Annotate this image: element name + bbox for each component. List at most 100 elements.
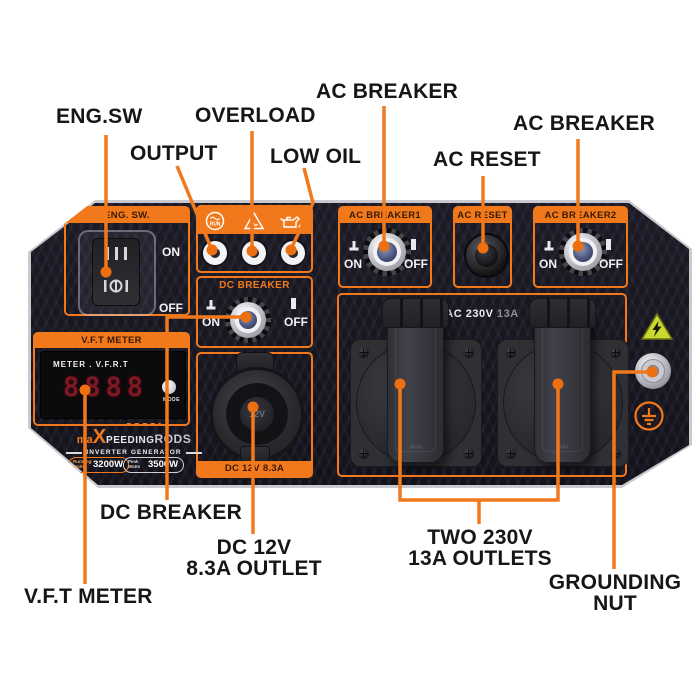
mode-button-label: MODE xyxy=(163,397,180,403)
dc-breaker-on-label: ON xyxy=(202,315,220,329)
ac-reset-header: AC RESET xyxy=(455,208,510,223)
ac-breaker1-on-label: ON xyxy=(344,257,362,271)
screw-icon xyxy=(463,448,474,459)
cover-marking: IP44 xyxy=(556,445,569,451)
speed-dashes-icon xyxy=(124,423,162,426)
vft-display-title: METER . V.F.R.T xyxy=(53,360,129,369)
dc-socket-label: 12V xyxy=(240,397,274,431)
indicator-lights-section: RUN xyxy=(196,205,313,273)
ac-amperage-label: 13A xyxy=(497,308,519,320)
running-watts-badge: Running Watts 3200W xyxy=(68,457,130,473)
breaker-off-icon xyxy=(606,239,611,250)
brand-logo: maXPEEDINGRODS xyxy=(58,423,210,449)
indicator-icon-band: RUN xyxy=(198,207,311,234)
eng-sw-header: ENG. SW. xyxy=(66,208,188,223)
callout-ac-breaker-right: AC BREAKER xyxy=(513,112,656,135)
grounding-nut[interactable] xyxy=(635,353,671,389)
screw-icon xyxy=(505,448,516,459)
ac-breaker2-header: AC BREAKER2 xyxy=(535,208,626,223)
eng-sw-rocker-switch[interactable] xyxy=(92,238,140,306)
run-indicator-icon: RUN xyxy=(205,211,225,231)
callout-ac-outlets-line2: 13A OUTLETS xyxy=(408,547,552,571)
breaker-on-icon xyxy=(544,241,554,251)
callout-overload: OVERLOAD xyxy=(195,104,316,127)
ac-reset-button[interactable] xyxy=(464,233,509,278)
svg-text:RUN: RUN xyxy=(210,222,221,228)
dc-breaker-button[interactable] xyxy=(225,297,271,343)
ac-outlets-section: AC 230V 13A IP44 xyxy=(337,293,629,477)
running-watts-label: Running Watts xyxy=(73,459,92,469)
logo-rods: RODS xyxy=(154,432,192,446)
callout-ac-reset: AC RESET xyxy=(433,148,541,171)
callout-ac-breaker-top: AC BREAKER xyxy=(316,80,459,103)
screw-icon xyxy=(505,347,516,358)
control-panel: ENG. SW. ON OFF RUN xyxy=(28,200,692,488)
ac-breaker2-section: AC BREAKER2 ON OFF xyxy=(533,206,628,288)
ac-breaker2-on-label: ON xyxy=(539,257,557,271)
callout-ac-outlets: TWO 230V 13A OUTLETS xyxy=(394,527,566,570)
low-oil-indicator-light xyxy=(281,241,305,265)
dc-outlet-section: 12V DC 12V 8.3A xyxy=(196,352,313,478)
screw-icon xyxy=(358,347,369,358)
callout-vft-meter: V.F.T METER xyxy=(24,585,153,608)
ac-breaker1-off-label: OFF xyxy=(404,257,428,271)
callout-ac-outlets-line1: TWO 230V xyxy=(427,526,533,549)
ac-breaker1-button[interactable] xyxy=(363,228,411,276)
dc-outlet-band: DC 12V 8.3A xyxy=(198,461,311,476)
screw-icon xyxy=(358,448,369,459)
ac-breaker2-off-label: OFF xyxy=(599,257,623,271)
vft-display-digits: 8888 xyxy=(63,372,149,403)
ac-breaker1-header: AC BREAKER1 xyxy=(340,208,430,223)
callout-dc-outlet-line1: DC 12V xyxy=(216,536,292,559)
ac-outlets-label: AC 230V 13A xyxy=(339,308,625,320)
logo-peeding: PEEDING xyxy=(106,435,155,446)
logo-ma: ma xyxy=(76,434,93,446)
screw-icon xyxy=(463,347,474,358)
breaker-off-icon xyxy=(291,298,296,309)
breaker-on-icon xyxy=(349,241,359,251)
callout-grounding-nut: GROUNDING NUT xyxy=(544,572,686,615)
overload-warning-icon xyxy=(243,211,265,230)
logo-x: X xyxy=(92,426,107,448)
output-indicator-light xyxy=(203,241,227,265)
peak-watts-label: Peak Watts xyxy=(128,459,141,469)
callout-eng-sw: ENG.SW xyxy=(56,105,143,128)
eng-sw-off-label: OFF xyxy=(159,301,183,315)
callout-output: OUTPUT xyxy=(130,142,218,165)
eng-sw-section: ENG. SW. ON OFF xyxy=(64,206,190,316)
breaker-off-icon xyxy=(411,239,416,250)
ground-symbol-icon xyxy=(634,401,664,431)
vft-meter-header: V.F.T METER xyxy=(35,334,188,348)
callout-dc-breaker: DC BREAKER xyxy=(100,501,243,524)
ac-voltage-label: AC 230V xyxy=(445,308,494,320)
rocker-stop-symbol-icon xyxy=(104,279,128,293)
callout-grounding-line1: GROUNDING xyxy=(548,571,682,594)
overload-indicator-light xyxy=(242,241,266,265)
breaker-on-icon xyxy=(206,300,216,310)
callout-dc-outlet: DC 12V 8.3A OUTLET xyxy=(168,537,340,580)
screw-icon xyxy=(610,347,621,358)
callout-low-oil: LOW OIL xyxy=(270,145,362,168)
ac-outlet-right-hinge xyxy=(529,298,596,328)
low-oil-icon xyxy=(280,216,302,230)
ac-outlet-left-hinge xyxy=(382,298,449,328)
ac-reset-section: AC RESET xyxy=(453,206,512,288)
peak-watts-value: 3500W xyxy=(148,459,179,470)
ac-breaker1-section: AC BREAKER1 ON OFF xyxy=(338,206,432,288)
screw-icon xyxy=(610,448,621,459)
electric-hazard-icon xyxy=(640,312,674,340)
vft-meter-section: V.F.T METER METER . V.F.R.T 8888 MODE xyxy=(33,332,190,426)
eng-sw-on-label: ON xyxy=(162,245,180,259)
rocker-run-marks-icon xyxy=(106,247,127,260)
dc-breaker-off-label: OFF xyxy=(284,315,308,329)
callout-grounding-line2: NUT xyxy=(593,592,637,616)
brand-subtitle: INVERTER GENERATOR xyxy=(58,449,210,457)
mode-button[interactable] xyxy=(162,380,176,394)
running-watts-value: 3200W xyxy=(93,459,124,470)
vft-meter-display: METER . V.F.R.T 8888 MODE xyxy=(40,351,186,419)
callout-dc-outlet-line2: 8.3A OUTLET xyxy=(186,557,322,581)
cover-marking: IP44 xyxy=(409,445,422,451)
dc-breaker-section: DC BREAKER ON OFF xyxy=(196,276,313,348)
dc-breaker-header: DC BREAKER xyxy=(219,280,290,291)
